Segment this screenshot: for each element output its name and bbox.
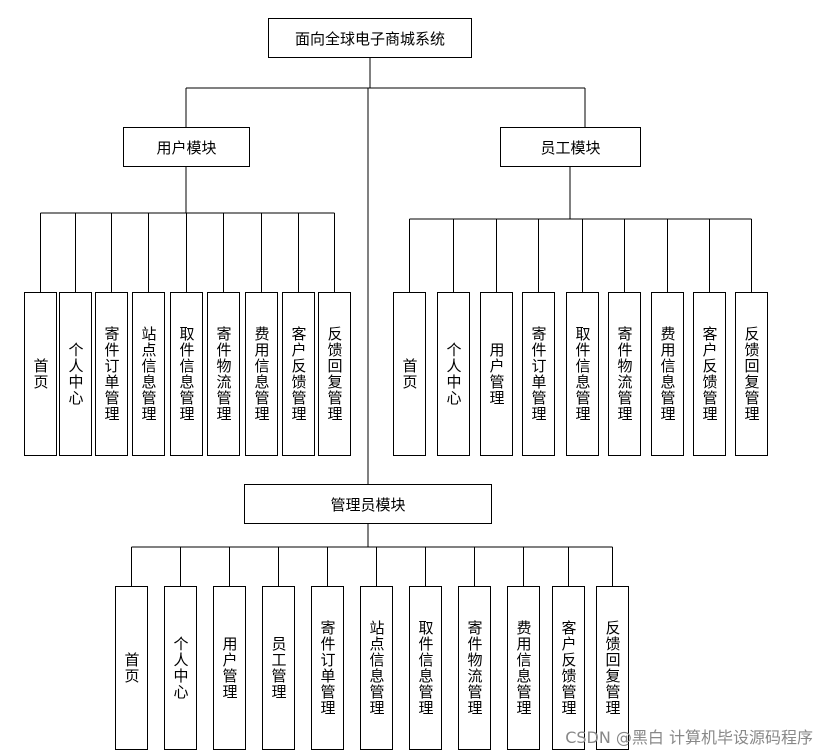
admin-module-item: 寄件订单管理	[311, 586, 344, 750]
staff-module-label: 员工模块	[540, 138, 601, 157]
admin-module-item: 员工管理	[262, 586, 295, 750]
staff-module-item: 费用信息管理	[651, 292, 684, 456]
user-module-item: 取件信息管理	[170, 292, 203, 456]
admin-module-item: 寄件物流管理	[458, 586, 491, 750]
watermark: CSDN @黑白 计算机毕设源码程序	[565, 728, 813, 747]
user-module-node: 用户模块	[123, 127, 250, 167]
staff-module-item: 首页	[393, 292, 426, 456]
root-label: 面向全球电子商城系统	[294, 29, 445, 48]
admin-module-item: 用户管理	[213, 586, 246, 750]
staff-module-item: 反馈回复管理	[735, 292, 768, 456]
admin-module-item: 取件信息管理	[409, 586, 442, 750]
staff-module-item: 取件信息管理	[566, 292, 599, 456]
user-module-item: 客户反馈管理	[282, 292, 315, 456]
user-module-item: 站点信息管理	[132, 292, 165, 456]
staff-module-item: 个人中心	[437, 292, 470, 456]
admin-module-item: 站点信息管理	[360, 586, 393, 750]
admin-module-item: 个人中心	[164, 586, 197, 750]
admin-module-item: 反馈回复管理	[596, 586, 629, 750]
admin-module-node: 管理员模块	[244, 484, 492, 524]
staff-module-item: 寄件订单管理	[522, 292, 555, 456]
user-module-label: 用户模块	[156, 138, 217, 157]
staff-module-item: 用户管理	[480, 292, 513, 456]
staff-module-node: 员工模块	[500, 127, 641, 167]
staff-module-item: 寄件物流管理	[608, 292, 641, 456]
admin-module-label: 管理员模块	[330, 495, 406, 514]
staff-module-item: 客户反馈管理	[693, 292, 726, 456]
user-module-item: 个人中心	[59, 292, 92, 456]
user-module-item: 寄件物流管理	[207, 292, 240, 456]
root-node: 面向全球电子商城系统	[268, 18, 472, 58]
user-module-item: 反馈回复管理	[318, 292, 351, 456]
user-module-item: 费用信息管理	[245, 292, 278, 456]
user-module-item: 寄件订单管理	[95, 292, 128, 456]
admin-module-item: 费用信息管理	[507, 586, 540, 750]
admin-module-item: 客户反馈管理	[552, 586, 585, 750]
user-module-item: 首页	[24, 292, 57, 456]
admin-module-item: 首页	[115, 586, 148, 750]
